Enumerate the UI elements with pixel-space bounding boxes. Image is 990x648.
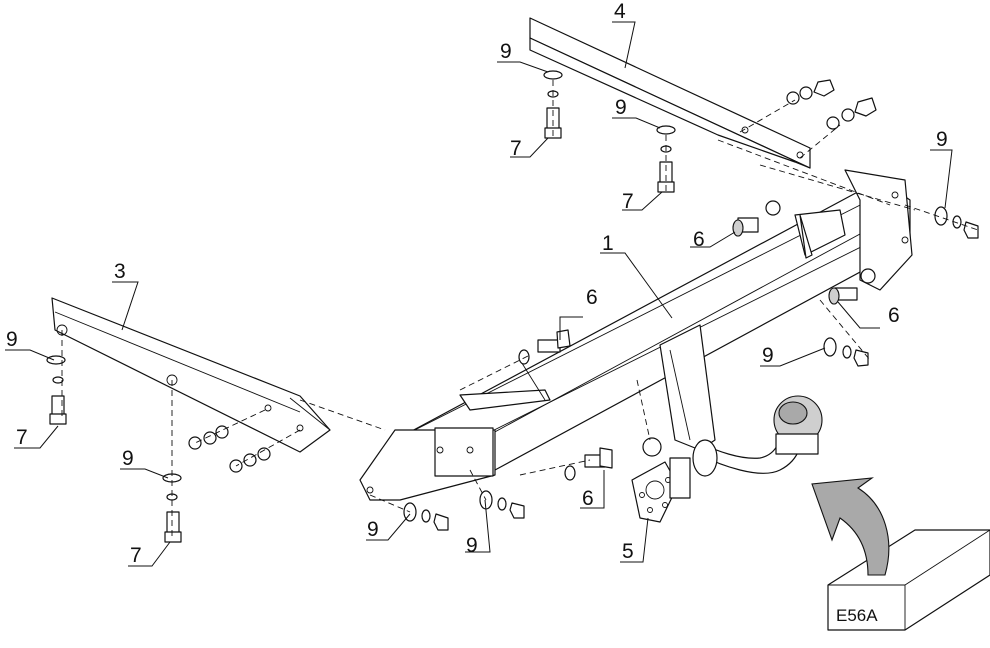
- assembly-dash-lines: [61, 80, 979, 540]
- bracket-part-4: [529, 17, 811, 169]
- callout-4: 4: [614, 0, 626, 23]
- callout-7-top-center: 7: [622, 190, 634, 213]
- crossbar-part-1: [359, 169, 913, 501]
- callout-7-top-left: 7: [510, 137, 522, 160]
- callout-9-bottom-left: 9: [367, 518, 379, 541]
- callout-6-right-upper: 6: [693, 228, 705, 251]
- callout-6-bottom: 6: [582, 487, 594, 510]
- callout-5: 5: [622, 540, 634, 563]
- callout-6-center: 6: [586, 286, 598, 309]
- kit-box: [827, 529, 990, 631]
- callout-7-left-top: 7: [16, 426, 28, 449]
- callout-9-bottom-center: 9: [466, 534, 478, 557]
- callout-1: 1: [602, 232, 614, 255]
- callout-9-right-lower: 9: [762, 344, 774, 367]
- kit-code-label: E56A: [836, 606, 878, 625]
- fasteners-left: [46, 355, 271, 543]
- insert-arrow: [811, 477, 890, 576]
- fasteners-center: [403, 329, 613, 531]
- callout-9-left-top: 9: [6, 328, 18, 351]
- callout-9-right-top: 9: [936, 128, 948, 151]
- callout-9-top-center: 9: [615, 96, 627, 119]
- callout-9-top-left: 9: [500, 40, 512, 63]
- towball-neck-part-5: [631, 324, 823, 523]
- callout-3: 3: [114, 260, 126, 283]
- callouts: 4 9 9 7 7 9 6 6 9 1 6 3 9 7 9 7 9 9 6 5: [6, 0, 948, 567]
- bracket-part-3: [51, 297, 331, 453]
- callout-9-left-bottom: 9: [122, 447, 134, 470]
- callout-6-right-lower: 6: [888, 304, 900, 327]
- fasteners-right: [732, 200, 979, 367]
- callout-leaders: [5, 21, 953, 567]
- callout-7-left-bottom: 7: [130, 544, 142, 567]
